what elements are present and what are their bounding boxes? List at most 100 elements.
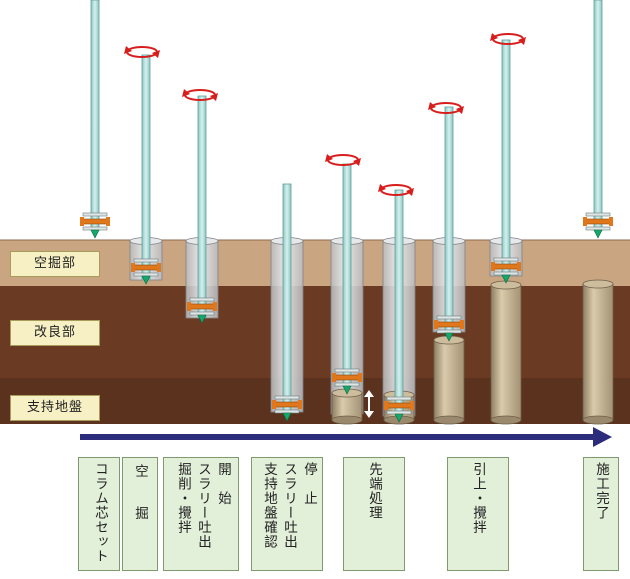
orange-clamp [517, 262, 521, 271]
rotation-arrow-icon [406, 188, 414, 196]
mixing-blade [189, 297, 215, 302]
mixing-blade [334, 368, 360, 373]
orange-clamp [583, 217, 587, 226]
mixing-blade [493, 257, 519, 262]
soil-column-bottom [433, 415, 465, 425]
soil-column-top [582, 279, 614, 289]
orange-clamp [492, 263, 520, 270]
soil-column [433, 339, 465, 421]
drill-bit [394, 413, 404, 423]
orange-clamp [187, 302, 191, 311]
soil-column [490, 284, 522, 421]
mixing-blade [133, 258, 159, 263]
step-box-stop-confirm: 停 止 スラリー吐出 支持地盤確認 [251, 457, 323, 571]
step-text: 掘 [132, 506, 148, 521]
orange-clamp [188, 303, 216, 310]
soil-column-bottom [490, 415, 522, 425]
step-text: 施工完了 [593, 462, 609, 520]
progress-arrow [80, 427, 612, 447]
soil-middle-layer [0, 286, 630, 378]
mixing-blade [386, 396, 412, 401]
orange-clamp [584, 218, 612, 225]
step-text: 引上・攪拌 [470, 462, 486, 535]
drill-bit [593, 229, 603, 239]
orange-clamp [157, 263, 161, 272]
drill-bit [197, 314, 207, 324]
orange-clamp [213, 302, 217, 311]
layer-label-improved: 改良部 [10, 320, 100, 346]
soil-column-bottom [331, 415, 363, 425]
mixing-blade [585, 226, 611, 231]
orange-clamp [81, 218, 109, 225]
drill-rod [141, 54, 151, 281]
rotation-arrow-icon [456, 106, 464, 114]
drill-rod [342, 163, 352, 387]
mixing-blade [436, 315, 462, 320]
rotation-arrow-icon [152, 50, 160, 58]
rotation-arrow-icon [182, 89, 190, 97]
up-down-arrow-icon [364, 390, 374, 397]
orange-clamp [609, 217, 613, 226]
step-text: 開 始 [215, 462, 231, 506]
drill-rod [501, 39, 511, 277]
orange-clamp [384, 401, 388, 410]
orange-clamp [385, 402, 413, 409]
step-text: 先端処理 [366, 462, 382, 520]
mixing-blade [585, 212, 611, 217]
drill-bit [141, 275, 151, 285]
soil-column [582, 283, 614, 421]
step-box-complete: 施工完了 [583, 457, 619, 571]
step-box-tip-treatment: 先端処理 [343, 457, 405, 571]
layer-label-empty-dig: 空掘部 [10, 251, 100, 277]
rotation-arrow-icon [518, 37, 526, 45]
step-text: 空 [132, 464, 148, 479]
drill-rod [444, 106, 454, 333]
soil-bottom-layer [0, 378, 630, 424]
drill-rod [282, 183, 292, 413]
mixing-blade [334, 382, 360, 387]
drill-bit [90, 229, 100, 239]
orange-clamp [410, 401, 414, 410]
mixing-blade [274, 395, 300, 400]
orange-clamp [491, 262, 495, 271]
orange-clamp [273, 401, 301, 408]
mixing-blade [189, 311, 215, 316]
step-text: スラリー吐出 [195, 462, 211, 549]
drill-bit [501, 274, 511, 284]
step-text: 停 止 [301, 462, 317, 506]
rotation-arrow-icon [327, 154, 359, 166]
orange-clamp [358, 373, 362, 382]
drill-rod [593, 0, 603, 231]
rotation-arrow-icon [428, 102, 436, 110]
drill-rod [197, 95, 207, 319]
step-text: 支持地盤確認 [261, 462, 277, 549]
layer-label-bearing: 支持地盤 [10, 395, 100, 421]
orange-clamp [434, 320, 438, 329]
orange-clamp [333, 374, 361, 381]
orange-clamp [332, 373, 336, 382]
drill-bit [444, 332, 454, 342]
rotation-arrow-icon [353, 158, 361, 166]
rotation-arrow-icon [490, 33, 498, 41]
orange-clamp [106, 217, 110, 226]
up-down-arrow-icon [364, 411, 374, 418]
orange-clamp [272, 400, 276, 409]
orange-clamp [80, 217, 84, 226]
mixing-blade [493, 271, 519, 276]
step-text: スラリー吐出 [281, 462, 297, 549]
step-text: コラム芯セット [92, 462, 108, 564]
rotation-arrow-icon [378, 184, 386, 192]
drill-bit [342, 385, 352, 395]
soil-top-layer [0, 240, 630, 286]
step-box-empty-dig: 空 掘 [122, 457, 158, 571]
step-box-start-dig-stir: 開 始 スラリー吐出 掘削・攪拌 [163, 457, 239, 571]
mixing-blade [82, 212, 108, 217]
mixing-blade [386, 410, 412, 415]
orange-clamp [131, 263, 135, 272]
drill-bit [282, 412, 292, 422]
mixing-blade [82, 226, 108, 231]
rotation-arrow-icon [325, 154, 333, 162]
orange-clamp [132, 264, 160, 271]
